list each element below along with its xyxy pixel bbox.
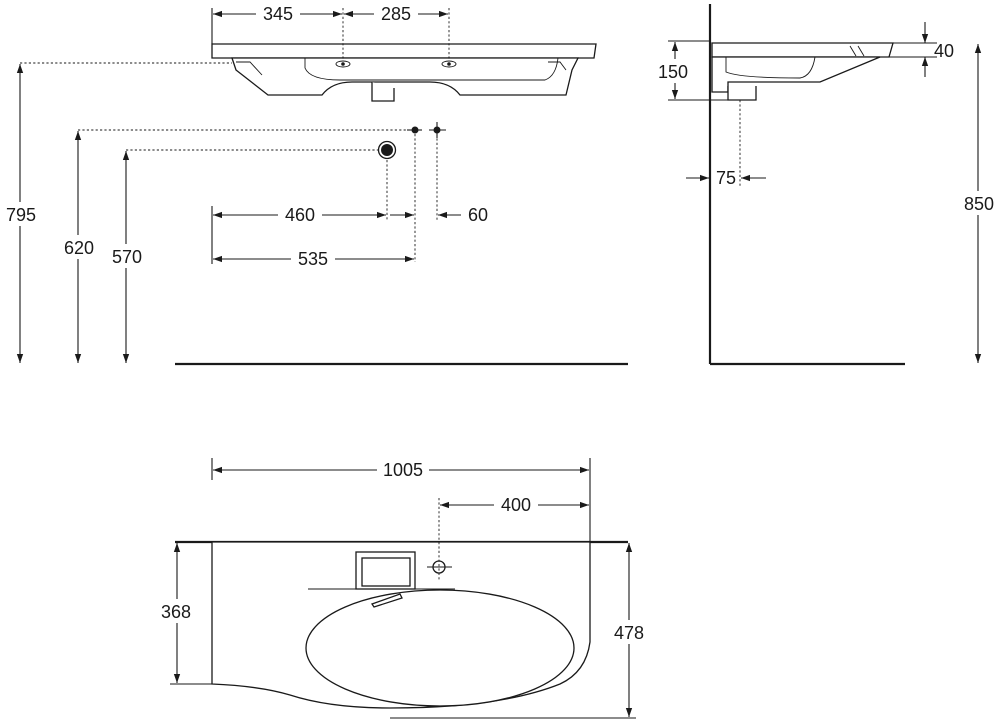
- svg-text:285: 285: [381, 4, 411, 24]
- side-bowl-inner: [725, 56, 816, 79]
- front-basin-rim: [211, 43, 597, 59]
- svg-text:368: 368: [161, 602, 191, 622]
- dim-368: 368: [156, 543, 196, 683]
- svg-text:40: 40: [934, 41, 954, 61]
- svg-text:60: 60: [468, 205, 488, 225]
- dim-400: 400: [440, 494, 589, 516]
- front-tap-hole-left: [335, 60, 351, 68]
- front-basin-body: [231, 57, 580, 96]
- dim-150: 150: [652, 42, 692, 99]
- dim-620: 620: [60, 131, 98, 363]
- dim-850: 850: [959, 44, 999, 363]
- supply-point-left: [407, 126, 422, 134]
- front-tap-hole-right: [441, 60, 457, 68]
- front-bowl-inner: [304, 57, 559, 81]
- side-spout-mark: [849, 45, 865, 57]
- top-view: 1005 400 368 478: [156, 458, 649, 719]
- svg-text:535: 535: [298, 249, 328, 269]
- top-bowl: [305, 589, 575, 707]
- svg-text:795: 795: [6, 205, 36, 225]
- svg-text:570: 570: [112, 247, 142, 267]
- svg-text:345: 345: [263, 4, 293, 24]
- side-basin-body: [711, 56, 881, 93]
- svg-text:75: 75: [716, 168, 736, 188]
- front-view: 345 285 795 620 570: [3, 3, 628, 366]
- svg-text:850: 850: [964, 194, 994, 214]
- front-trap-stub: [371, 82, 395, 102]
- dim-75: 75: [686, 167, 766, 189]
- svg-text:1005: 1005: [383, 460, 423, 480]
- top-soap-tray-inner: [361, 557, 411, 587]
- dim-570: 570: [107, 151, 147, 363]
- dim-1005: 1005: [213, 459, 589, 481]
- dim-345: 345: [213, 3, 342, 25]
- svg-text:478: 478: [614, 623, 644, 643]
- svg-text:620: 620: [64, 238, 94, 258]
- dim-478: 478: [609, 543, 649, 717]
- svg-text:400: 400: [501, 495, 531, 515]
- dim-60: 60: [390, 205, 488, 225]
- side-basin-rim: [711, 42, 894, 58]
- front-skirt-detail: [236, 61, 567, 76]
- drain-outlet: [377, 140, 397, 160]
- dim-795: 795: [3, 64, 39, 363]
- svg-text:150: 150: [658, 62, 688, 82]
- dim-460: 460: [213, 204, 386, 226]
- dim-535: 535: [213, 248, 414, 270]
- side-trap-stub: [727, 86, 757, 101]
- dim-285: 285: [344, 3, 448, 25]
- supply-point-right: [429, 122, 446, 138]
- side-view: 150 40 75 850: [652, 4, 999, 366]
- dim-40: 40: [921, 22, 954, 77]
- svg-text:460: 460: [285, 205, 315, 225]
- top-overflow-slot: [370, 593, 403, 608]
